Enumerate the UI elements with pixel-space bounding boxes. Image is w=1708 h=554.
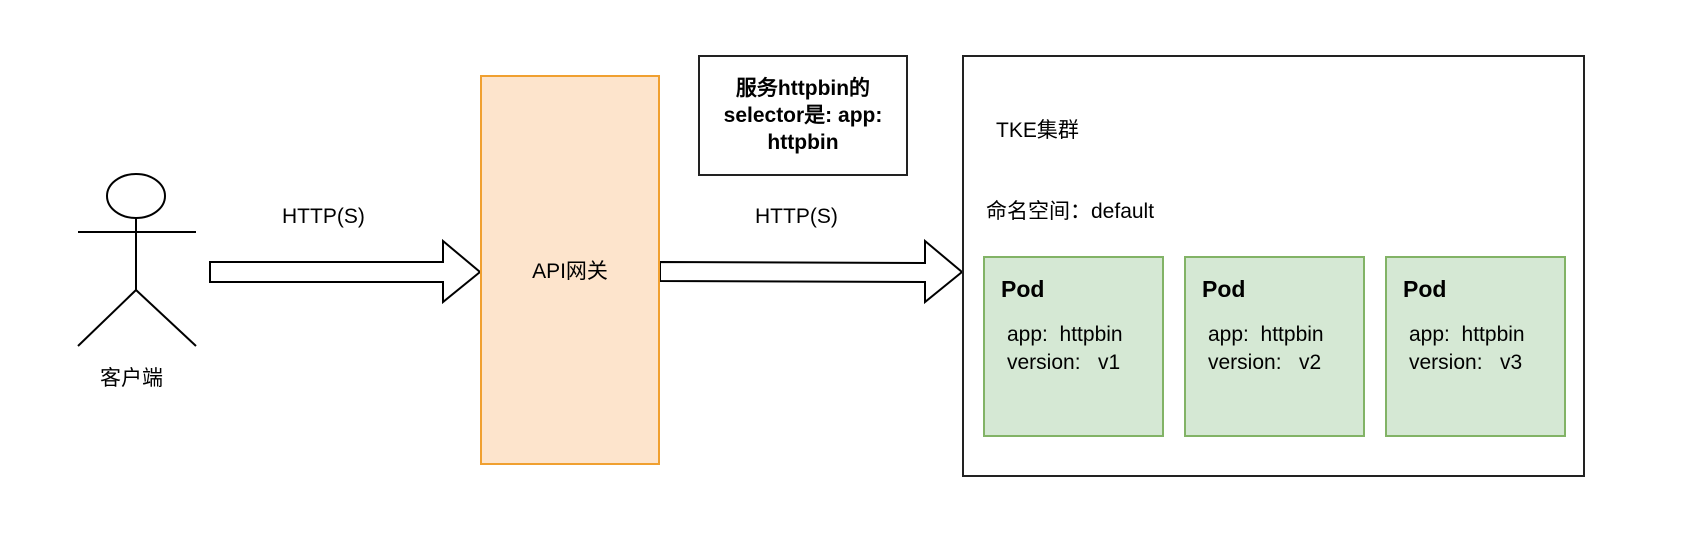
arrow-label-right: HTTP(S) bbox=[755, 205, 838, 228]
client-actor-icon bbox=[77, 173, 197, 347]
namespace-label: 命名空间：default bbox=[986, 200, 1155, 223]
pod-title: Pod bbox=[1403, 276, 1447, 302]
arrow-label-left: HTTP(S) bbox=[282, 205, 365, 228]
note-line: selector是: app: bbox=[723, 104, 883, 127]
api-gateway-label: API网关 bbox=[532, 260, 608, 283]
note-line: httpbin bbox=[767, 131, 839, 154]
selector-note: 服务httpbin的 selector是: app: httpbin bbox=[698, 55, 908, 176]
cluster-title: TKE集群 bbox=[996, 119, 1079, 142]
pod-title: Pod bbox=[1202, 276, 1246, 302]
client-label: 客户端 bbox=[100, 367, 163, 390]
pod-app: app: httpbin bbox=[1007, 323, 1123, 346]
api-gateway-box: API网关 bbox=[480, 75, 660, 465]
pod-card: Pod app: httpbin version: v1 bbox=[983, 256, 1164, 437]
pod-card: Pod app: httpbin version: v2 bbox=[1184, 256, 1365, 437]
note-line: 服务httpbin的 bbox=[735, 77, 871, 100]
pod-app: app: httpbin bbox=[1208, 323, 1324, 346]
pod-card: Pod app: httpbin version: v3 bbox=[1385, 256, 1566, 437]
pod-title: Pod bbox=[1001, 276, 1045, 302]
pod-app: app: httpbin bbox=[1409, 323, 1525, 346]
arrow-gateway-to-cluster bbox=[659, 238, 964, 305]
pod-version: version: v1 bbox=[1007, 351, 1121, 374]
arrow-client-to-gateway bbox=[209, 238, 482, 305]
pod-version: version: v2 bbox=[1208, 351, 1322, 374]
pod-version: version: v3 bbox=[1409, 351, 1523, 374]
